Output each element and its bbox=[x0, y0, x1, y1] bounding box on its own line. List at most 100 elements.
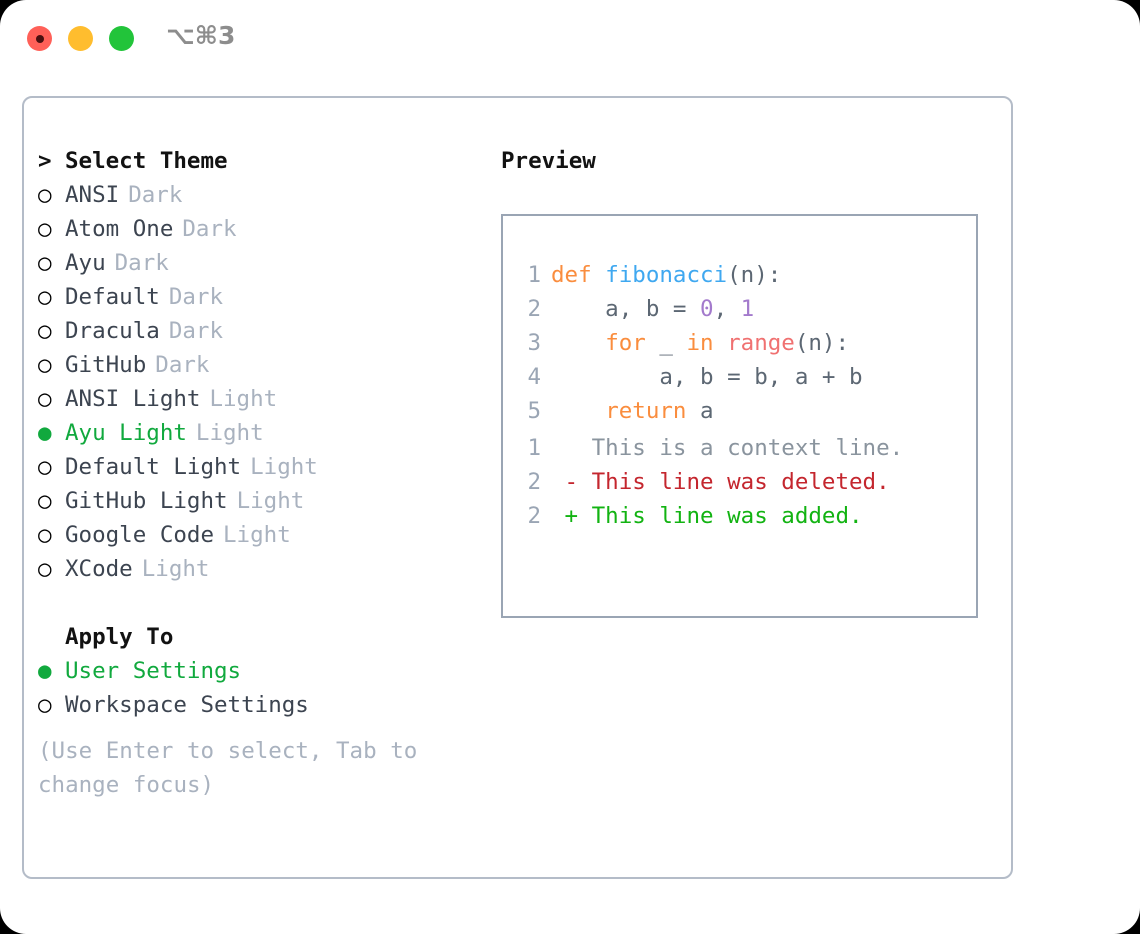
diff-line-text: - This line was deleted. bbox=[551, 469, 890, 495]
code-line: 3 for _ in range(n): bbox=[519, 326, 863, 360]
theme-item-variant-badge: Dark bbox=[114, 250, 169, 276]
theme-item-label: Ayu Light bbox=[65, 420, 187, 446]
heading-caret-icon: > bbox=[38, 148, 52, 174]
theme-item-ansi[interactable]: ○ ANSI Dark bbox=[38, 178, 468, 212]
radio-unselected-icon: ○ bbox=[38, 556, 52, 582]
code-line-number: 3 bbox=[527, 330, 541, 356]
radio-unselected-icon: ○ bbox=[38, 522, 52, 548]
theme-item-label: Ayu bbox=[65, 250, 106, 276]
theme-item-google-code[interactable]: ○ Google Code Light bbox=[38, 518, 468, 552]
radio-unselected-icon: ○ bbox=[38, 488, 52, 514]
theme-item-variant-badge: Dark bbox=[182, 216, 237, 242]
code-token-plain bbox=[714, 330, 728, 356]
apply-to-item-workspace-settings[interactable]: ○ Workspace Settings bbox=[38, 688, 468, 722]
radio-selected-icon: ● bbox=[38, 658, 52, 684]
theme-item-variant-badge: Light bbox=[209, 386, 278, 412]
select-theme-heading: > Select Theme bbox=[38, 144, 468, 178]
theme-item-label: ANSI bbox=[65, 182, 120, 208]
theme-item-ayu[interactable]: ○ Ayu Dark bbox=[38, 246, 468, 280]
radio-unselected-icon: ○ bbox=[38, 454, 52, 480]
minimize-button[interactable] bbox=[68, 26, 93, 51]
theme-item-variant-badge: Dark bbox=[128, 182, 183, 208]
theme-item-label: GitHub bbox=[65, 352, 147, 378]
code-token-plain: a bbox=[686, 398, 714, 424]
code-token-keyword: in bbox=[686, 330, 714, 356]
code-line-number: 5 bbox=[527, 398, 541, 424]
theme-item-label: GitHub Light bbox=[65, 488, 228, 514]
code-token-keyword: def bbox=[551, 262, 606, 288]
maximize-button[interactable] bbox=[109, 26, 134, 51]
code-line: 4 a, b = b, a + b bbox=[519, 360, 863, 394]
radio-unselected-icon: ○ bbox=[38, 386, 52, 412]
radio-unselected-icon: ○ bbox=[38, 692, 52, 718]
diff-preview: 1 This is a context line.2 - This line w… bbox=[519, 431, 903, 533]
apply-to-heading: Apply To bbox=[38, 620, 468, 654]
code-token-plain: a, b = b, a + b bbox=[551, 364, 863, 390]
theme-item-variant-badge: Light bbox=[223, 522, 291, 548]
radio-unselected-icon: ○ bbox=[38, 182, 52, 208]
keyboard-shortcut-label: ⌥⌘3 bbox=[166, 21, 236, 50]
theme-item-label: Dracula bbox=[65, 318, 160, 344]
theme-item-xcode[interactable]: ○ XCode Light bbox=[38, 552, 468, 586]
code-token-keyword: return bbox=[605, 398, 687, 424]
radio-unselected-icon: ○ bbox=[38, 250, 52, 276]
diff-line-number: 2 bbox=[527, 469, 541, 495]
diff-line-text: This is a context line. bbox=[551, 435, 904, 461]
apply-to-item-label: Workspace Settings bbox=[65, 692, 309, 718]
apply-to-list: ● User Settings ○ Workspace Settings bbox=[38, 654, 468, 722]
diff-line-number: 1 bbox=[527, 435, 541, 461]
code-line: 1 def fibonacci(n): bbox=[519, 258, 863, 292]
apply-to-item-user-settings[interactable]: ● User Settings bbox=[38, 654, 468, 688]
radio-unselected-icon: ○ bbox=[38, 216, 52, 242]
diff-line-deleted: 2 - This line was deleted. bbox=[519, 465, 903, 499]
title-bar: ⌥⌘3 bbox=[0, 0, 1140, 78]
apply-to-item-label: User Settings bbox=[65, 658, 242, 684]
theme-item-github-light[interactable]: ○ GitHub Light Light bbox=[38, 484, 468, 518]
code-line-number: 1 bbox=[527, 262, 541, 288]
code-token-plain: _ bbox=[645, 330, 687, 356]
theme-item-variant-badge: Light bbox=[250, 454, 318, 480]
code-line-number: 2 bbox=[527, 296, 541, 322]
theme-item-variant-badge: Light bbox=[236, 488, 305, 514]
code-token-function: fibonacci bbox=[605, 262, 728, 288]
diff-line-text: + This line was added. bbox=[551, 503, 863, 529]
theme-item-variant-badge: Light bbox=[141, 556, 210, 582]
theme-item-variant-badge: Light bbox=[195, 420, 264, 446]
theme-item-label: Google Code bbox=[65, 522, 215, 548]
keyboard-hint-text: (Use Enter to select, Tab to change focu… bbox=[38, 738, 418, 798]
radio-unselected-icon: ○ bbox=[38, 284, 52, 310]
list-spacer bbox=[38, 586, 468, 620]
diff-line-added: 2 + This line was added. bbox=[519, 499, 903, 533]
code-token-plain bbox=[551, 398, 605, 424]
diff-line-context: 1 This is a context line. bbox=[519, 431, 903, 465]
code-token-plain: a, b = bbox=[551, 296, 701, 322]
theme-item-label: XCode bbox=[65, 556, 133, 582]
select-theme-heading-label: Select Theme bbox=[65, 148, 228, 174]
radio-selected-icon: ● bbox=[38, 420, 52, 446]
code-token-plain: (n): bbox=[727, 262, 782, 288]
code-token-keyword: for bbox=[605, 330, 646, 356]
theme-item-default[interactable]: ○ Default Dark bbox=[38, 280, 468, 314]
theme-item-label: Default bbox=[65, 284, 160, 310]
code-token-plain: , bbox=[713, 296, 741, 322]
radio-unselected-icon: ○ bbox=[38, 352, 52, 378]
close-button[interactable] bbox=[27, 26, 52, 51]
diff-line-number: 2 bbox=[527, 503, 541, 529]
theme-item-label: ANSI Light bbox=[65, 386, 201, 412]
theme-item-ansi-light[interactable]: ○ ANSI Light Light bbox=[38, 382, 468, 416]
theme-item-ayu-light[interactable]: ● Ayu Light Light bbox=[38, 416, 468, 450]
radio-unselected-icon: ○ bbox=[38, 318, 52, 344]
theme-item-variant-badge: Dark bbox=[168, 284, 224, 310]
code-line: 5 return a bbox=[519, 394, 863, 428]
